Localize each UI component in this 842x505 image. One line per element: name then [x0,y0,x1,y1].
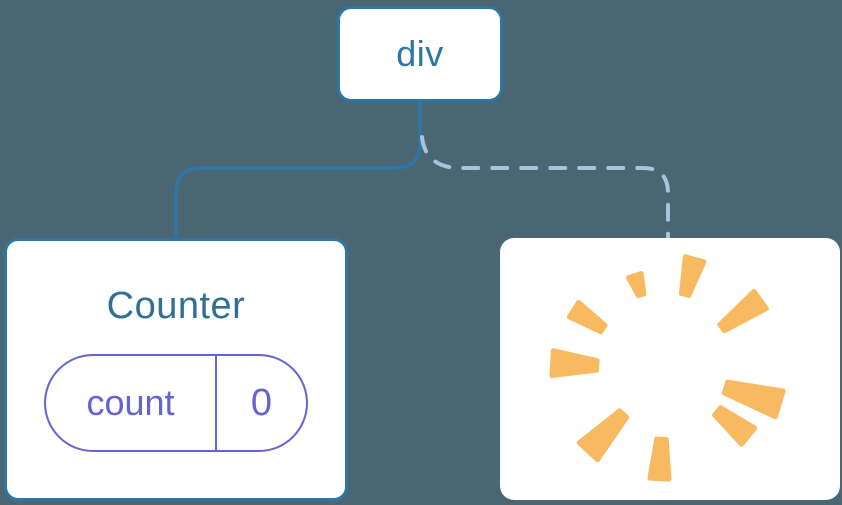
destroyed-node-card [500,238,840,500]
state-key: count [46,356,217,450]
solid-connector-line [174,101,422,239]
root-node-div: div [337,6,503,102]
state-pill: count 0 [44,354,308,452]
counter-node: Counter count 0 [4,238,348,501]
dashed-connector-line [420,135,670,240]
poof-burst-icon [549,254,786,482]
counter-node-title: Counter [106,285,246,327]
root-node-label: div [396,33,444,74]
state-value: 0 [250,381,273,424]
